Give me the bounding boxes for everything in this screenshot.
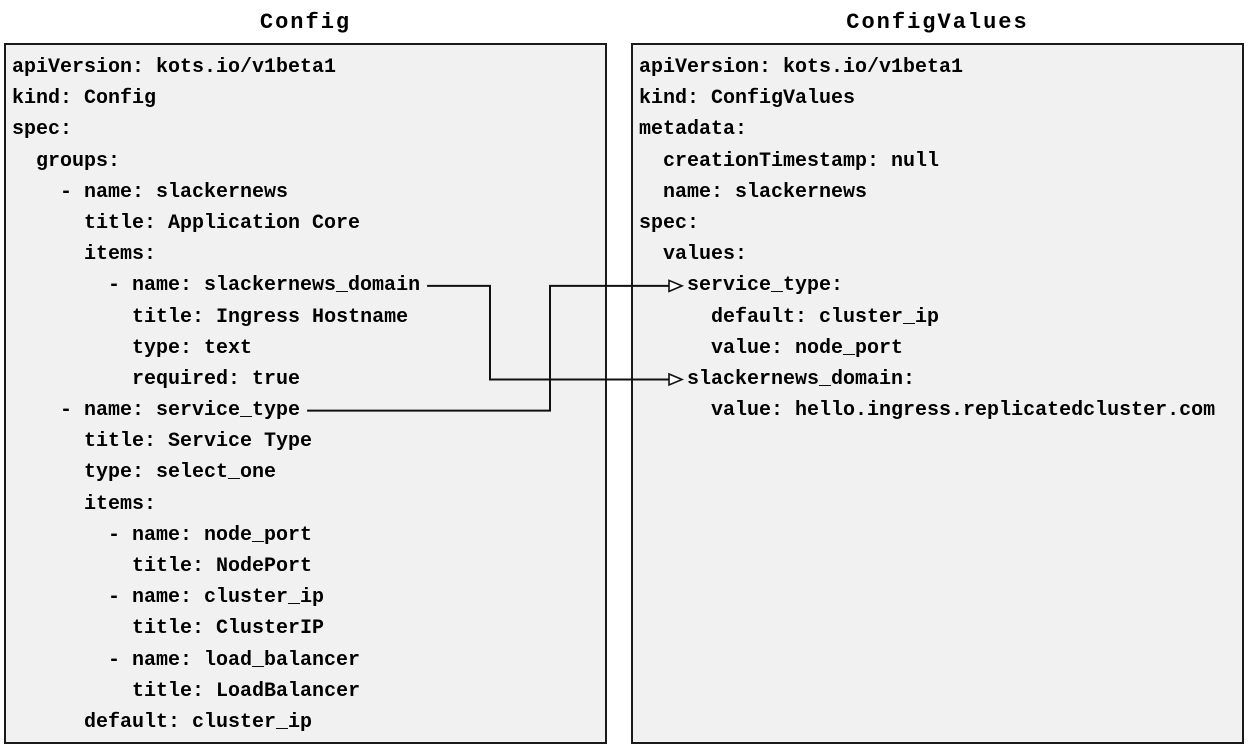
yaml-indent [12, 337, 132, 360]
yaml-indent [639, 243, 663, 266]
yaml-line-text: spec: [12, 118, 73, 142]
yaml-line: default: cluster_ip [12, 707, 599, 738]
yaml-line: - name: service_type [12, 395, 599, 426]
yaml-line-text: title: ClusterIP [132, 617, 325, 641]
yaml-line-text: title: LoadBalancer [132, 679, 361, 703]
yaml-line-text: default: cluster_ip [711, 305, 940, 329]
yaml-indent [12, 461, 84, 484]
yaml-line: apiVersion: kots.io/v1beta1 [639, 52, 1236, 83]
yaml-indent [12, 399, 60, 422]
yaml-line-text: spec: [639, 211, 700, 235]
yaml-indent [12, 680, 132, 703]
yaml-indent [12, 243, 84, 266]
yaml-indent [639, 306, 711, 329]
yaml-indent [639, 399, 711, 422]
configvalues-panel-title: ConfigValues [846, 10, 1029, 35]
yaml-line: - name: load_balancer [12, 645, 599, 676]
yaml-line: values: [639, 239, 1236, 270]
yaml-key-service_type-target: service_type: [687, 274, 844, 298]
yaml-line-text: title: Ingress Hostname [132, 305, 409, 329]
yaml-line: title: NodePort [12, 551, 599, 582]
yaml-indent [12, 181, 60, 204]
yaml-key-slackernews_domain-source: - name: slackernews_domain [108, 274, 421, 298]
yaml-line-text: name: slackernews [663, 180, 868, 204]
yaml-indent [12, 555, 132, 578]
yaml-line-text: title: Service Type [84, 430, 313, 454]
yaml-line: title: ClusterIP [12, 613, 599, 644]
yaml-line: apiVersion: kots.io/v1beta1 [12, 52, 599, 83]
yaml-line: items: [12, 239, 599, 270]
yaml-line-text: items: [84, 492, 157, 516]
yaml-line: - name: node_port [12, 520, 599, 551]
yaml-line-text: creationTimestamp: null [663, 149, 940, 173]
yaml-line-text: - name: load_balancer [108, 648, 361, 672]
yaml-indent [12, 711, 84, 734]
yaml-line: type: text [12, 333, 599, 364]
yaml-indent [639, 181, 663, 204]
yaml-line: kind: Config [12, 83, 599, 114]
yaml-line-text: - name: cluster_ip [108, 586, 325, 610]
yaml-line-text: - name: slackernews [60, 180, 289, 204]
yaml-indent [12, 524, 108, 547]
config-panel: apiVersion: kots.io/v1beta1 kind: Config s… [4, 43, 607, 744]
yaml-indent [12, 150, 36, 173]
yaml-line: slackernews_domain: [639, 364, 1236, 395]
yaml-line: title: LoadBalancer [12, 676, 599, 707]
yaml-line: groups: [12, 146, 599, 177]
yaml-indent [12, 586, 108, 609]
configvalues-panel: apiVersion: kots.io/v1beta1 kind: ConfigV… [631, 43, 1244, 744]
yaml-line: - name: slackernews_domain [12, 270, 599, 301]
yaml-line-text: title: Application Core [84, 211, 361, 235]
yaml-indent [12, 430, 84, 453]
yaml-line-text: values: [663, 243, 748, 267]
yaml-line: required: true [12, 364, 599, 395]
yaml-line: - name: cluster_ip [12, 582, 599, 613]
yaml-line: metadata: [639, 114, 1236, 145]
yaml-line: title: Ingress Hostname [12, 302, 599, 333]
yaml-line-text: type: select_one [84, 461, 277, 485]
yaml-line: default: cluster_ip [639, 302, 1236, 333]
yaml-indent [12, 493, 84, 516]
yaml-line: spec: [639, 208, 1236, 239]
yaml-line-text: apiVersion: kots.io/v1beta1 [639, 56, 964, 79]
yaml-line-text: value: node_port [711, 336, 904, 360]
yaml-indent [12, 649, 108, 672]
yaml-line-text: kind: ConfigValues [639, 87, 856, 111]
yaml-line: service_type: [639, 270, 1236, 301]
yaml-line-text: metadata: [639, 118, 748, 142]
yaml-line: name: slackernews [639, 177, 1236, 208]
yaml-indent [639, 150, 663, 173]
config-panel-title: Config [259, 10, 352, 35]
yaml-line-text: default: cluster_ip [84, 710, 313, 734]
yaml-line: - name: slackernews [12, 177, 599, 208]
yaml-line-text: - name: node_port [108, 523, 313, 547]
yaml-line-text: apiVersion: kots.io/v1beta1 [12, 56, 337, 79]
yaml-line: title: Service Type [12, 426, 599, 457]
yaml-line: value: hello.ingress.replicatedcluster.c… [639, 395, 1236, 426]
yaml-key-slackernews_domain-target: slackernews_domain: [687, 367, 916, 391]
yaml-indent [639, 337, 711, 360]
yaml-line-text: kind: Config [12, 87, 157, 111]
yaml-line-text: title: NodePort [132, 555, 313, 578]
yaml-line-text: required: true [132, 367, 301, 391]
yaml-indent [12, 212, 84, 235]
yaml-line: kind: ConfigValues [639, 83, 1236, 114]
yaml-line-text: type: text [132, 336, 253, 360]
yaml-indent [12, 274, 108, 297]
yaml-indent [12, 306, 132, 329]
yaml-indent [639, 274, 687, 297]
yaml-line: value: node_port [639, 333, 1236, 364]
yaml-line-text: items: [84, 243, 157, 267]
yaml-indent [639, 368, 687, 391]
yaml-indent [12, 368, 132, 391]
yaml-line: creationTimestamp: null [639, 146, 1236, 177]
yaml-line: items: [12, 489, 599, 520]
yaml-line: spec: [12, 114, 599, 145]
yaml-indent [12, 617, 132, 640]
yaml-line-text: groups: [36, 149, 121, 173]
yaml-line: title: Application Core [12, 208, 599, 239]
yaml-line: type: select_one [12, 457, 599, 488]
yaml-line-text: value: hello.ingress.replicatedcluster.c… [711, 399, 1216, 423]
yaml-key-service_type-source: - name: service_type [60, 399, 301, 423]
